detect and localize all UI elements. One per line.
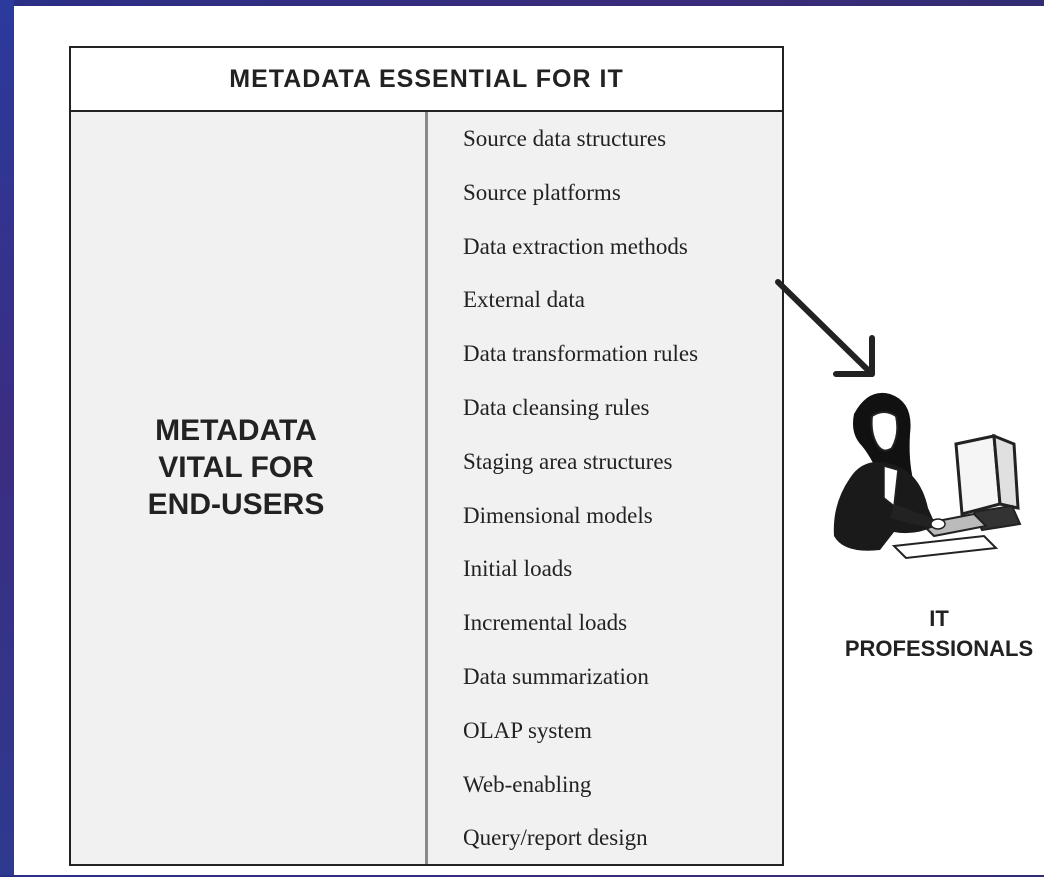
list-item: Query/report design bbox=[463, 825, 648, 851]
it-professionals-label: IT PROFESSIONALS bbox=[844, 606, 1034, 661]
it-items-list: Source data structures Source platforms … bbox=[463, 124, 698, 877]
list-item: Initial loads bbox=[463, 556, 573, 582]
list-item: Data cleansing rules bbox=[463, 394, 650, 420]
end-users-label: METADATA VITAL FOR END-USERS bbox=[147, 414, 325, 521]
end-users-column: METADATA VITAL FOR END-USERS bbox=[71, 112, 425, 864]
list-item: Data extraction methods bbox=[463, 233, 688, 259]
list-item: Incremental loads bbox=[463, 610, 628, 636]
list-item: OLAP system bbox=[463, 717, 592, 743]
list-item: Staging area structures bbox=[463, 448, 673, 474]
column-divider bbox=[425, 112, 428, 864]
list-item: Web-enabling bbox=[463, 771, 592, 797]
list-item: Data summarization bbox=[463, 663, 649, 689]
list-item: Data transformation rules bbox=[463, 341, 699, 367]
arrow-down-right-icon bbox=[775, 279, 875, 377]
list-item: Source data structures bbox=[463, 126, 667, 151]
background-strip bbox=[0, 0, 14, 875]
person-at-computer-icon bbox=[833, 392, 1022, 560]
list-item: External data bbox=[463, 287, 585, 313]
list-item: Source platforms bbox=[463, 179, 621, 205]
slide-panel: METADATA ESSENTIAL FOR IT METADATA VITAL… bbox=[14, 6, 1044, 875]
metadata-box: METADATA ESSENTIAL FOR IT METADATA VITAL… bbox=[69, 46, 784, 866]
header-title: METADATA ESSENTIAL FOR IT bbox=[71, 48, 782, 112]
list-item: Dimensional models bbox=[463, 502, 653, 528]
